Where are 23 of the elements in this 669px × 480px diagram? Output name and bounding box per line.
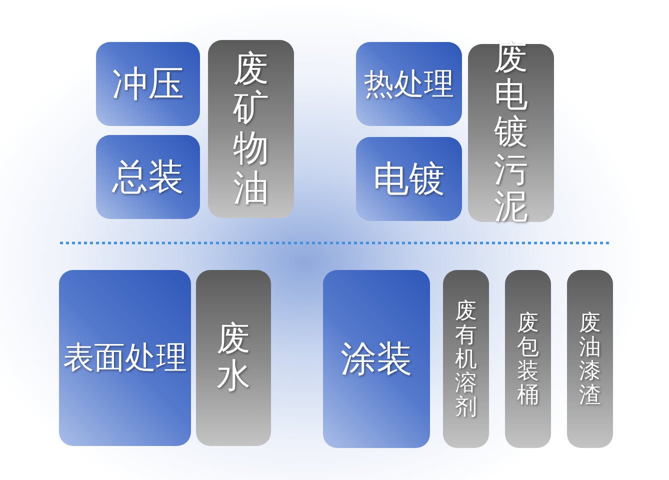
process-box	[356, 137, 462, 221]
waste-box	[505, 270, 551, 448]
waste-box	[196, 270, 271, 446]
waste-label: 废电镀污泥	[494, 40, 528, 226]
process-label: 表面处理	[63, 339, 187, 377]
waste-box	[567, 270, 613, 448]
waste-box	[208, 40, 294, 218]
process-label: 总装	[112, 156, 184, 198]
process-box	[356, 42, 462, 126]
process-label: 电镀	[373, 158, 445, 200]
waste-label: 废矿物油	[233, 50, 269, 208]
process-label: 涂装	[340, 338, 412, 380]
process-label: 冲压	[112, 62, 184, 106]
waste-label: 废有机溶剂	[455, 298, 477, 420]
process-box	[323, 270, 430, 448]
process-box	[59, 270, 191, 446]
waste-box	[443, 270, 489, 448]
process-box	[96, 42, 200, 126]
waste-label: 废水	[216, 320, 250, 396]
waste-label: 废油漆渣	[579, 310, 601, 408]
process-label: 热处理	[364, 66, 454, 102]
process-box	[96, 135, 200, 219]
waste-label: 废包装桶	[517, 310, 539, 408]
